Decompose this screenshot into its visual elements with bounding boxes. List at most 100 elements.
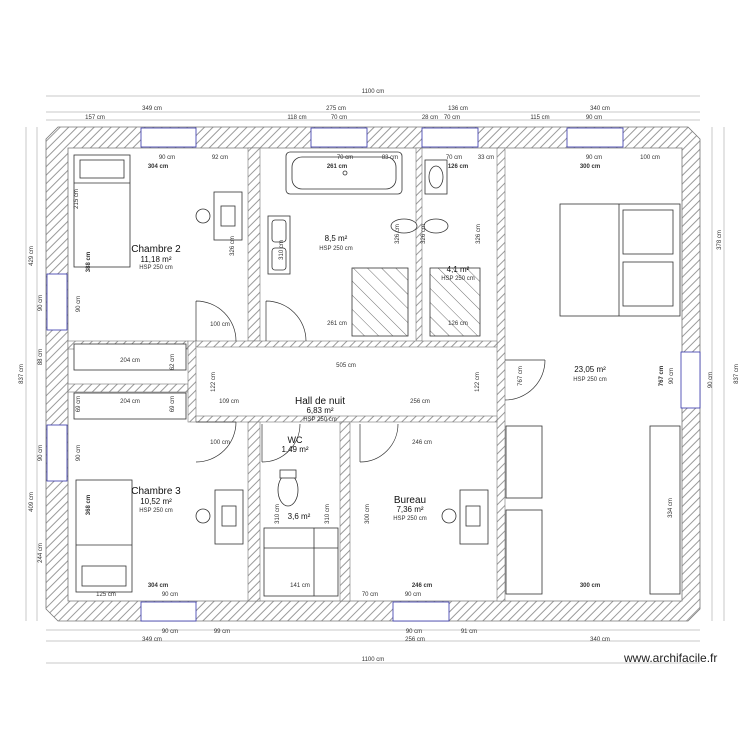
windows <box>46 127 701 622</box>
dim-label: 256 cm <box>405 637 425 643</box>
dim-label: 100 cm <box>210 440 230 446</box>
window-bottom-2 <box>392 601 450 622</box>
dim-label: 70 cm <box>331 115 347 121</box>
window-top-1 <box>140 127 197 148</box>
dim-label: 62 cm <box>170 354 176 370</box>
dim-label: 99 cm <box>214 629 230 635</box>
toilet-douche <box>423 218 449 234</box>
room-height: HSP 250 cm <box>139 508 173 514</box>
door-chambre3 <box>195 421 237 463</box>
dim-label: 204 cm <box>120 399 140 405</box>
toilet-wc <box>277 473 299 507</box>
dim-label: 70 cm <box>446 155 462 161</box>
dim-label: 100 cm <box>640 155 660 161</box>
dim-label: 340 cm <box>590 637 610 643</box>
window-right-1 <box>680 351 701 409</box>
dim-label: 90 cm <box>405 592 421 598</box>
dim-label: 246 cm <box>412 440 432 446</box>
dim-label: 246 cm <box>412 583 432 589</box>
dim-label: 157 cm <box>85 115 105 121</box>
watermark: www.archifacile.fr <box>624 651 718 665</box>
dim-label: 122 cm <box>211 372 217 392</box>
dim-label: 256 cm <box>410 399 430 405</box>
dim-label: 90 cm <box>76 296 82 312</box>
room-area: 11,18 m² <box>141 255 172 264</box>
room-name: WC <box>288 435 303 445</box>
dim-label: 33 cm <box>478 155 494 161</box>
dim-label: 334 cm <box>668 498 674 518</box>
window-left-1 <box>46 273 68 331</box>
room-height: HSP 250 cm <box>393 516 427 522</box>
dim-label: 122 cm <box>475 372 481 392</box>
dim-label: 326 cm <box>476 224 482 244</box>
chair-bureau <box>441 508 457 524</box>
dim-label: 505 cm <box>336 363 356 369</box>
chair-chambre3 <box>195 508 211 524</box>
room-height: HSP 250 cm <box>441 276 475 282</box>
room-name: Chambre 2 <box>131 244 181 255</box>
room-height: HSP 250 cm <box>139 265 173 271</box>
dim-label: 300 cm <box>580 583 600 589</box>
shower-douche <box>429 267 481 337</box>
dim-label: 109 cm <box>219 399 239 405</box>
dim-label: 90 cm <box>159 155 175 161</box>
dim-label: 91 cm <box>461 629 477 635</box>
dim-label: 88 cm <box>38 349 44 365</box>
dim-label: 90 cm <box>38 445 44 461</box>
room-area: 7,36 m² <box>396 505 423 514</box>
dim-label: 409 cm <box>29 492 35 512</box>
dim-label: 126 cm <box>448 321 468 327</box>
wardrobe-master-3 <box>649 425 681 595</box>
dim-label: 215 cm <box>74 189 80 209</box>
room-area: 4,1 m² <box>447 265 470 274</box>
dim-label: 378 cm <box>717 230 723 250</box>
room-area: 8,5 m² <box>325 234 348 243</box>
dim-label: 136 cm <box>448 106 468 112</box>
dim-label: 429 cm <box>29 246 35 266</box>
window-top-4 <box>566 127 624 148</box>
window-top-2 <box>310 127 368 148</box>
dim-label: 28 cm <box>422 115 438 121</box>
dim-label: 310 cm <box>325 504 331 524</box>
dim-label: 368 cm <box>86 495 92 515</box>
total-height-right: 837 cm <box>734 364 740 384</box>
door-chambre2 <box>195 300 237 342</box>
total-height-left: 837 cm <box>19 364 25 384</box>
dim-label: 326 cm <box>230 236 236 256</box>
shower-sdb <box>351 267 409 337</box>
dim-label: 275 cm <box>326 106 346 112</box>
wardrobe-master-2 <box>505 509 543 595</box>
dim-label: 90 cm <box>38 295 44 311</box>
dim-label: 90 cm <box>586 115 602 121</box>
room-height: HSP 250 cm <box>319 246 353 252</box>
dim-label: 83 cm <box>382 155 398 161</box>
dim-label: 70 cm <box>362 592 378 598</box>
dimension-lines <box>25 95 725 664</box>
window-left-2 <box>46 424 68 482</box>
dim-label: 90 cm <box>76 445 82 461</box>
dim-label: 92 cm <box>212 155 228 161</box>
dim-label: 261 cm <box>327 321 347 327</box>
toilet-sdb <box>390 218 418 234</box>
room-area: 10,52 m² <box>140 497 172 506</box>
room-area: 23,05 m² <box>574 365 606 374</box>
dim-label: 300 cm <box>365 504 371 524</box>
door-sdb <box>265 300 307 342</box>
door-master <box>504 359 546 401</box>
chair-chambre2 <box>195 208 211 224</box>
placard <box>263 527 339 597</box>
dim-label: 125 cm <box>96 592 116 598</box>
room-area: 3,6 m² <box>288 512 311 521</box>
dim-label: 388 cm <box>86 252 92 272</box>
wardrobe-chambre2 <box>73 343 187 371</box>
furniture <box>73 151 681 597</box>
dim-label: 126 cm <box>448 164 468 170</box>
dim-label: 141 cm <box>290 583 310 589</box>
door-wc <box>261 423 301 463</box>
dim-label: 69 cm <box>76 396 82 412</box>
total-width-top: 1100 cm <box>362 89 385 95</box>
dim-label: 90 cm <box>162 629 178 635</box>
door-bureau <box>359 423 399 463</box>
